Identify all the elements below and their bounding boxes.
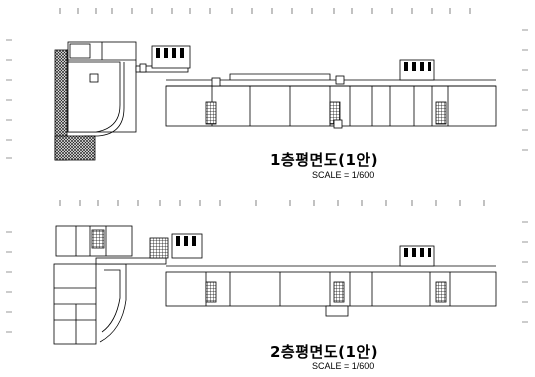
floor-1-rounded-hall	[67, 61, 121, 133]
floor-2-plan	[6, 200, 528, 345]
floor-2-top-dimension-marks	[59, 200, 485, 206]
floor-2-curved-corridor	[98, 263, 127, 343]
floor-1-right-dimension-marks	[522, 29, 528, 151]
floor-1-left-dimension-marks	[6, 39, 12, 159]
floor-1-scale-label: SCALE = 1/600	[312, 170, 375, 180]
floor-2-right-dimension-marks	[522, 221, 528, 323]
floor-1-top-dimension-marks	[59, 8, 471, 14]
floor-2-scale-label: SCALE = 1/600	[312, 361, 375, 371]
floor-1-plan	[6, 8, 528, 161]
floor-1-north-block	[399, 59, 435, 81]
floor-2-north-block	[399, 245, 435, 267]
floor-1-plan-title: 1층평면도(1안)	[270, 151, 379, 169]
floor-2-plan-title: 2층평면도(1안)	[270, 343, 379, 361]
floor-2-left-dimension-marks	[6, 231, 12, 333]
